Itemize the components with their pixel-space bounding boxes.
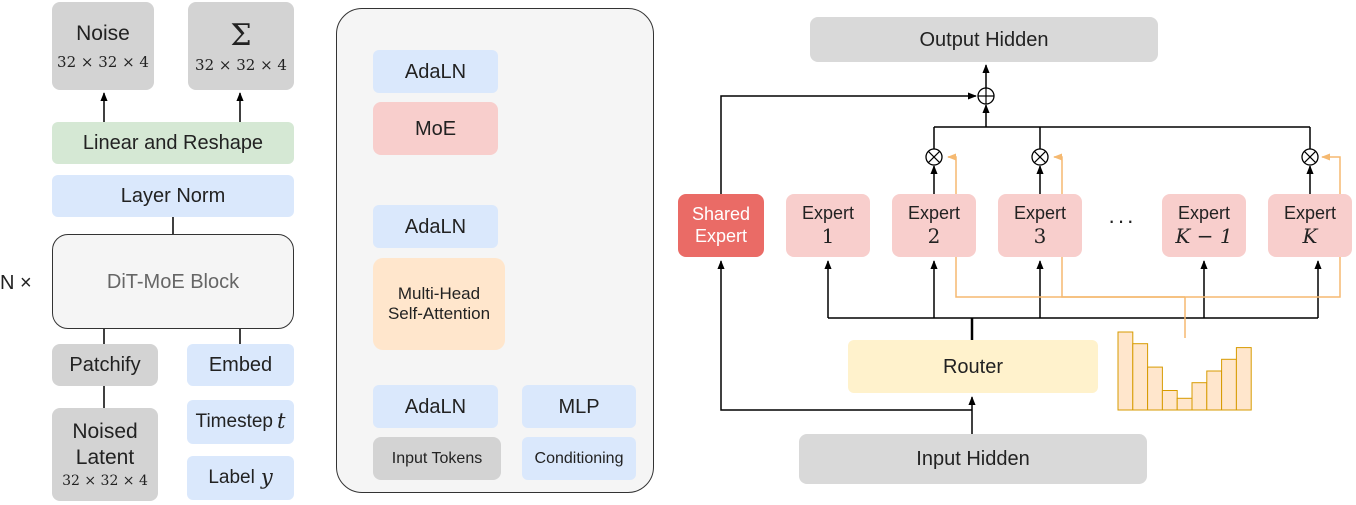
output-hidden-box: Output Hidden (810, 17, 1158, 62)
adaln-bottom-box: AdaLN (373, 385, 498, 428)
experts-ellipsis: ··· (1108, 208, 1136, 233)
router-histogram-bar (1191, 382, 1208, 411)
input-tokens-label: Input Tokens (391, 449, 483, 467)
shared-expert-box: Shared Expert (678, 194, 764, 257)
noised-label-line2: Latent (75, 445, 135, 469)
label-label: Label (208, 466, 255, 488)
expert-k-minus-1-word: Expert (1177, 202, 1231, 223)
input-tokens-box: Input Tokens (373, 437, 501, 480)
expert-k-minus-1-id: K − 1 (1175, 224, 1233, 249)
expert-1-box: Expert 1 (786, 194, 870, 257)
noised-dim: 32 × 32 × 4 (62, 472, 148, 489)
linear-reshape-box: Linear and Reshape (52, 122, 294, 164)
repeat-prefix: N × (0, 272, 32, 294)
mlp-box: MLP (522, 385, 636, 428)
embed-label: Embed (208, 354, 273, 376)
router-label: Router (942, 355, 1004, 378)
router-histogram-bar (1147, 366, 1163, 411)
expert-1-word: Expert (801, 202, 855, 223)
label-var: y (260, 465, 273, 490)
router-histogram-bar (1235, 347, 1252, 411)
noise-dim: 32 × 32 × 4 (57, 52, 149, 71)
expert-k-minus-1-box: Expert K − 1 (1162, 194, 1246, 257)
dit-moe-block-label: DiT-MoE Block (106, 270, 240, 293)
router-histogram-bar (1161, 390, 1178, 411)
noised-latent-box: Noised Latent 32 × 32 × 4 (52, 408, 158, 501)
router-histogram-bar (1117, 331, 1134, 411)
input-hidden-label: Input Hidden (916, 448, 1030, 470)
shared-to-sum (720, 92, 977, 194)
noise-output-box: Noise 32 × 32 × 4 (52, 2, 154, 90)
expert-k-box: Expert K (1268, 194, 1352, 257)
expert-k-id: K (1302, 224, 1318, 249)
layer-norm-label: Layer Norm (120, 185, 226, 207)
sum-node (977, 87, 995, 105)
router-histogram-bar (1206, 370, 1223, 411)
adaln-top-box: AdaLN (373, 50, 498, 93)
label-box: Label y (187, 456, 294, 500)
patchify-box: Patchify (52, 344, 158, 386)
conditioning-label: Conditioning (534, 449, 624, 467)
expert-3-box: Expert 3 (998, 194, 1082, 257)
dit-moe-block: DiT-MoE Block (52, 234, 294, 329)
router-box: Router (848, 340, 1098, 393)
attention-box: Multi-Head Self-Attention (373, 258, 505, 350)
moe-label: MoE (414, 117, 457, 140)
embed-box: Embed (187, 344, 294, 386)
layer-norm-box: Layer Norm (52, 175, 294, 217)
sigma-symbol: Σ (230, 18, 252, 53)
multiply-node-e3 (1031, 148, 1049, 166)
noised-label-line1: Noised (72, 420, 138, 444)
output-hidden-label: Output Hidden (919, 28, 1049, 51)
linear-reshape-label: Linear and Reshape (82, 132, 264, 154)
mlp-label: MLP (558, 395, 600, 418)
adaln-bottom-label: AdaLN (404, 395, 467, 418)
router-histogram-bar (1132, 343, 1149, 411)
router-histogram-bar (1221, 358, 1237, 411)
expert-3-word: Expert (1013, 202, 1067, 223)
sigma-output-box: Σ 32 × 32 × 4 (188, 2, 294, 90)
multiply-node-e2 (925, 148, 943, 166)
sigma-dim: 32 × 32 × 4 (195, 56, 287, 74)
adaln-mid-label: AdaLN (404, 215, 467, 238)
input-hidden-box: Input Hidden (799, 434, 1147, 484)
attention-label-line2: Self-Attention (387, 304, 491, 323)
attention-label-line1: Multi-Head (397, 283, 481, 303)
expert-2-word: Expert (907, 202, 961, 223)
expert-2-id: 2 (927, 224, 941, 249)
adaln-mid-box: AdaLN (373, 205, 498, 248)
moe-box: MoE (373, 102, 498, 155)
patchify-label: Patchify (69, 354, 141, 376)
expert-k-word: Expert (1283, 202, 1337, 223)
adaln-top-label: AdaLN (404, 60, 467, 83)
timestep-label: Timestep (195, 410, 273, 432)
input-to-shared (717, 260, 972, 411)
expert-3-id: 3 (1033, 224, 1047, 249)
shared-expert-line2: Expert (694, 225, 748, 246)
multiply-node-ek (1301, 148, 1319, 166)
shared-expert-line1: Shared (691, 203, 751, 224)
router-histogram-bar (1176, 397, 1193, 411)
expert-1-id: 1 (821, 224, 835, 249)
timestep-box: Timestep t (187, 400, 294, 444)
timestep-var: t (276, 409, 286, 434)
expert-2-box: Expert 2 (892, 194, 976, 257)
conditioning-box: Conditioning (522, 437, 636, 480)
noise-label: Noise (76, 22, 130, 46)
